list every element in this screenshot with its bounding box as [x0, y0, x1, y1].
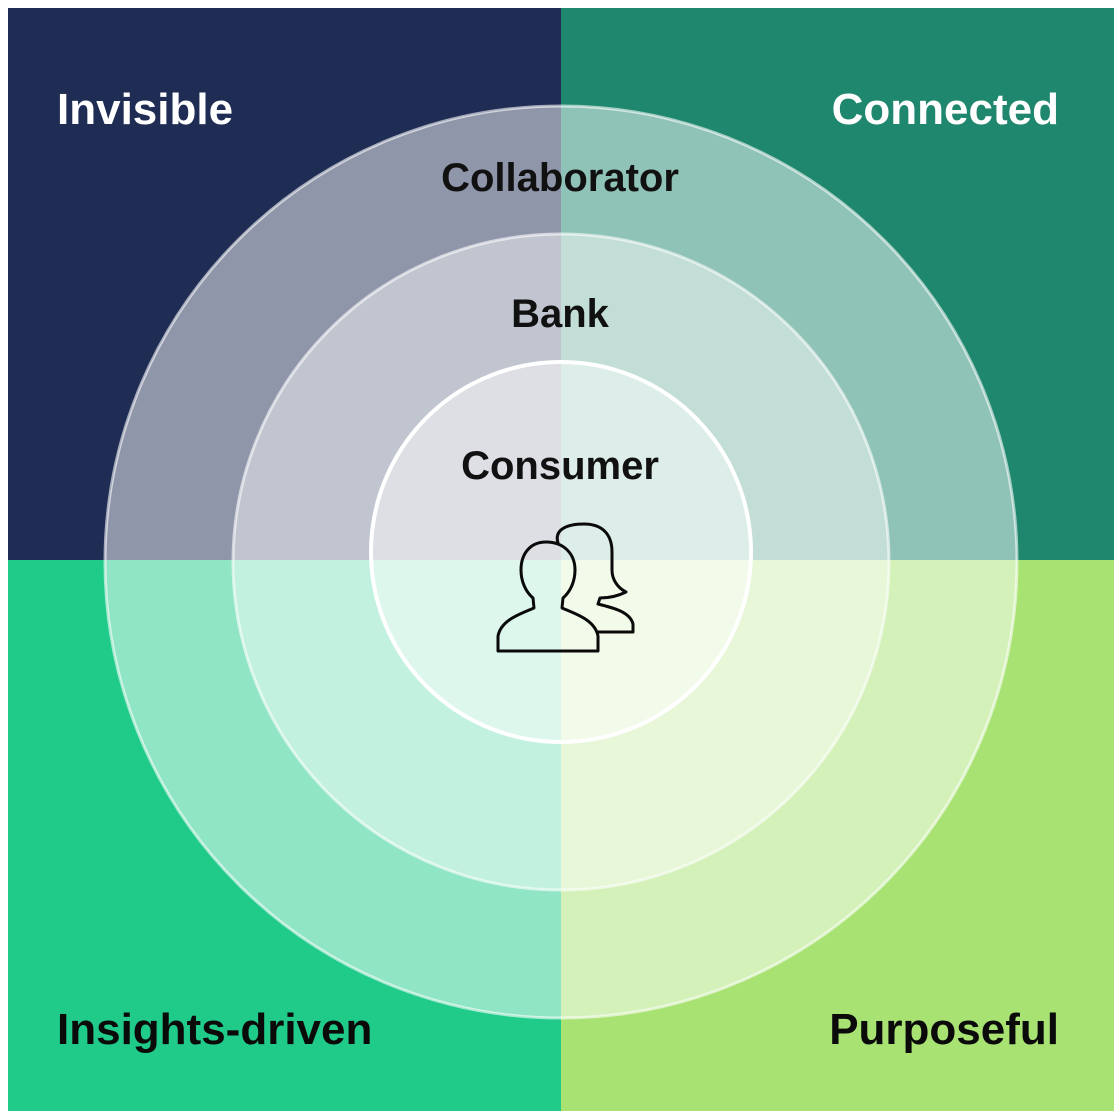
quadrant-label-connected: Connected: [831, 85, 1059, 134]
quadrant-label-purposeful: Purposeful: [829, 1005, 1059, 1054]
ring-label-collaborator: Collaborator: [441, 156, 679, 200]
ring-label-bank: Bank: [511, 292, 609, 336]
ring-collaborator: [103, 104, 1019, 1020]
ring-bank: [231, 232, 891, 892]
people-icon: [496, 522, 635, 653]
quadrant-label-insights-driven: Insights-driven: [57, 1005, 373, 1054]
ring-consumer: [369, 360, 753, 744]
quadrant-label-invisible: Invisible: [57, 85, 234, 134]
ring-label-consumer: Consumer: [461, 444, 659, 488]
